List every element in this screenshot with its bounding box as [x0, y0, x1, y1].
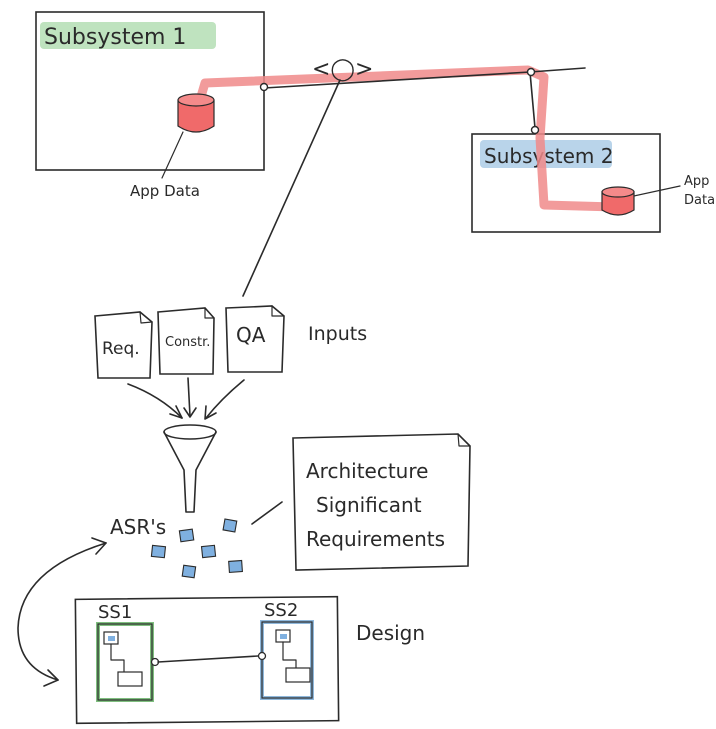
red-connection-path	[195, 65, 620, 212]
app-data-1-label: App Data	[130, 182, 200, 200]
database-2-icon	[601, 186, 635, 216]
document-qa: QA	[225, 305, 285, 373]
app-data-2-pointer	[633, 185, 681, 197]
funnel-icon	[163, 424, 217, 513]
document-req: Req.	[94, 311, 153, 379]
interface-symbol: <◯>	[312, 57, 374, 82]
ss1-label: SS1	[98, 602, 132, 623]
document-qa-label: QA	[236, 323, 266, 347]
subsystem-1-label: Subsystem 1	[44, 25, 186, 50]
asr-square	[228, 559, 243, 573]
asr-square	[150, 544, 167, 559]
interface-to-inputs-line	[242, 79, 341, 297]
app-data-1-pointer	[161, 131, 184, 179]
app-data-2-label-line1: App	[684, 174, 709, 189]
interface-label: <◯>	[312, 57, 374, 82]
design-box	[74, 595, 340, 725]
ss1-ss2-link	[157, 655, 259, 663]
feedback-arrow	[17, 537, 107, 687]
subsystem-1: Subsystem 1	[35, 11, 265, 171]
ss2-component: SS2	[257, 600, 314, 700]
ss2-label: SS2	[264, 600, 298, 621]
subsystem-2: Subsystem 2	[471, 133, 661, 233]
document-constr-label: Constr.	[165, 335, 210, 350]
subsystem-2-highlight	[480, 140, 612, 168]
subsystem-1-highlight	[40, 22, 216, 49]
asrs-label: ASR's	[110, 515, 166, 539]
asr-callout: Architecture Significant Requirements	[292, 433, 471, 571]
database-1-icon	[177, 93, 215, 133]
ss1-component: SS1	[96, 602, 160, 702]
port-down	[530, 125, 540, 135]
input-arrows	[127, 377, 245, 420]
port-right	[526, 67, 536, 77]
callout-line-2: Significant	[316, 493, 422, 517]
design-label: Design	[356, 621, 425, 645]
port-left	[259, 82, 269, 92]
document-constr: Constr.	[157, 307, 215, 375]
connector-line	[259, 67, 586, 135]
asr-square	[181, 564, 197, 579]
asr-square	[178, 528, 195, 543]
document-req-label: Req.	[102, 339, 140, 359]
connector-drop	[529, 71, 536, 129]
callout-line-1: Architecture	[306, 459, 428, 483]
asr-squares	[150, 518, 243, 579]
subsystem-2-label: Subsystem 2	[484, 144, 613, 168]
app-data-2-label-line2: Data	[684, 193, 715, 208]
inputs-label: Inputs	[308, 323, 367, 345]
asr-square	[200, 544, 217, 559]
callout-line-3: Requirements	[306, 527, 445, 551]
asr-square	[222, 518, 238, 533]
callout-pointer	[251, 501, 283, 525]
